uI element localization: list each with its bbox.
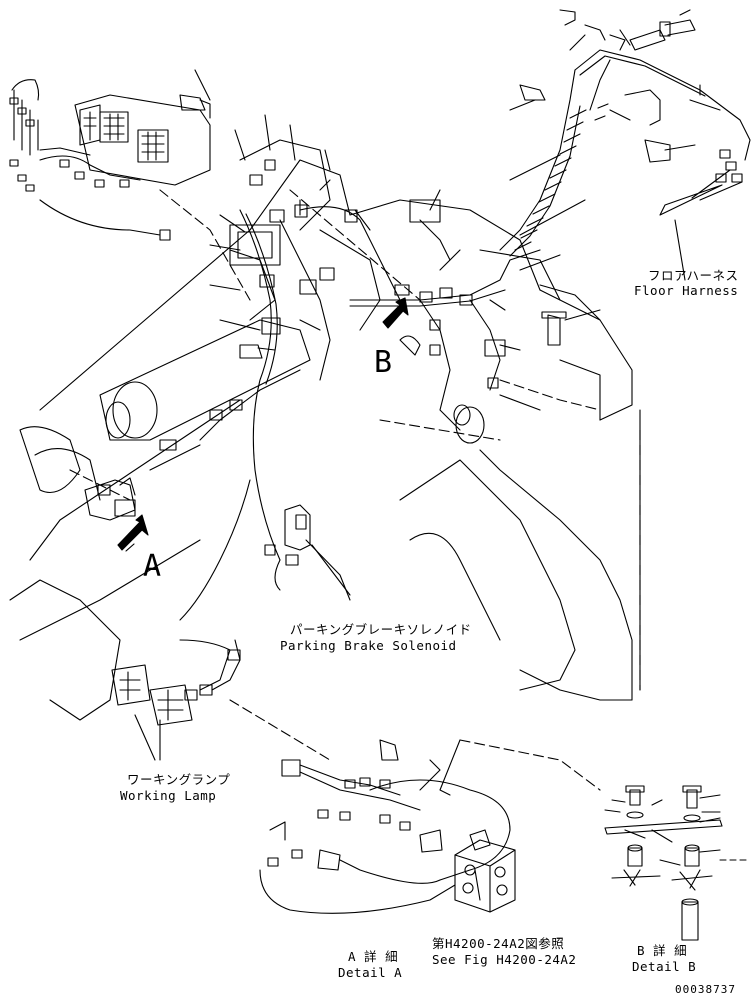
working-lamps [111,639,241,726]
center-components [159,159,506,451]
floor-harness-connectors [659,149,743,216]
drawing-number: 00038737 [675,983,736,996]
detail-a-inset [259,739,516,914]
detail-a-label-jp: A 詳 細 [348,949,399,964]
parking-brake-label-en: Parking Brake Solenoid [280,638,457,653]
valve-assembly [84,477,136,521]
upper-body [229,139,561,331]
switch-panel [74,94,211,186]
dashed-lines [69,189,641,791]
detail-b-label-jp: B 詳 細 [637,943,688,958]
see-fig-label-jp: 第H4200-24A2図参照 [432,936,565,951]
parking-brake-label-jp: パーキングブレーキソレノイド [290,622,472,637]
working-lamp-label-jp: ワーキングランプ [127,772,231,787]
floor-harness-label-jp: フロアハーネス [648,268,739,283]
detail-b-label-en: Detail B [632,959,697,974]
see-fig-label-en: See Fig H4200-24A2 [432,952,577,967]
leader-lines [134,9,701,901]
view-b-marker: B [374,345,393,380]
view-a-marker: A [143,549,162,584]
floor-harness-label-en: Floor Harness [634,283,739,298]
top-right-hardware [519,9,721,163]
view-arrows [117,297,409,552]
spiral-wrap [514,103,609,251]
axle-housing [9,319,576,721]
parking-brake-solenoid [264,504,351,601]
frame-outline [19,159,641,701]
center-bolts [179,94,567,359]
pigtail-connectors [9,79,171,241]
detail-a-label-en: Detail A [338,965,403,980]
working-lamp-label-en: Working Lamp [120,788,217,803]
detail-b-inset [604,785,751,941]
